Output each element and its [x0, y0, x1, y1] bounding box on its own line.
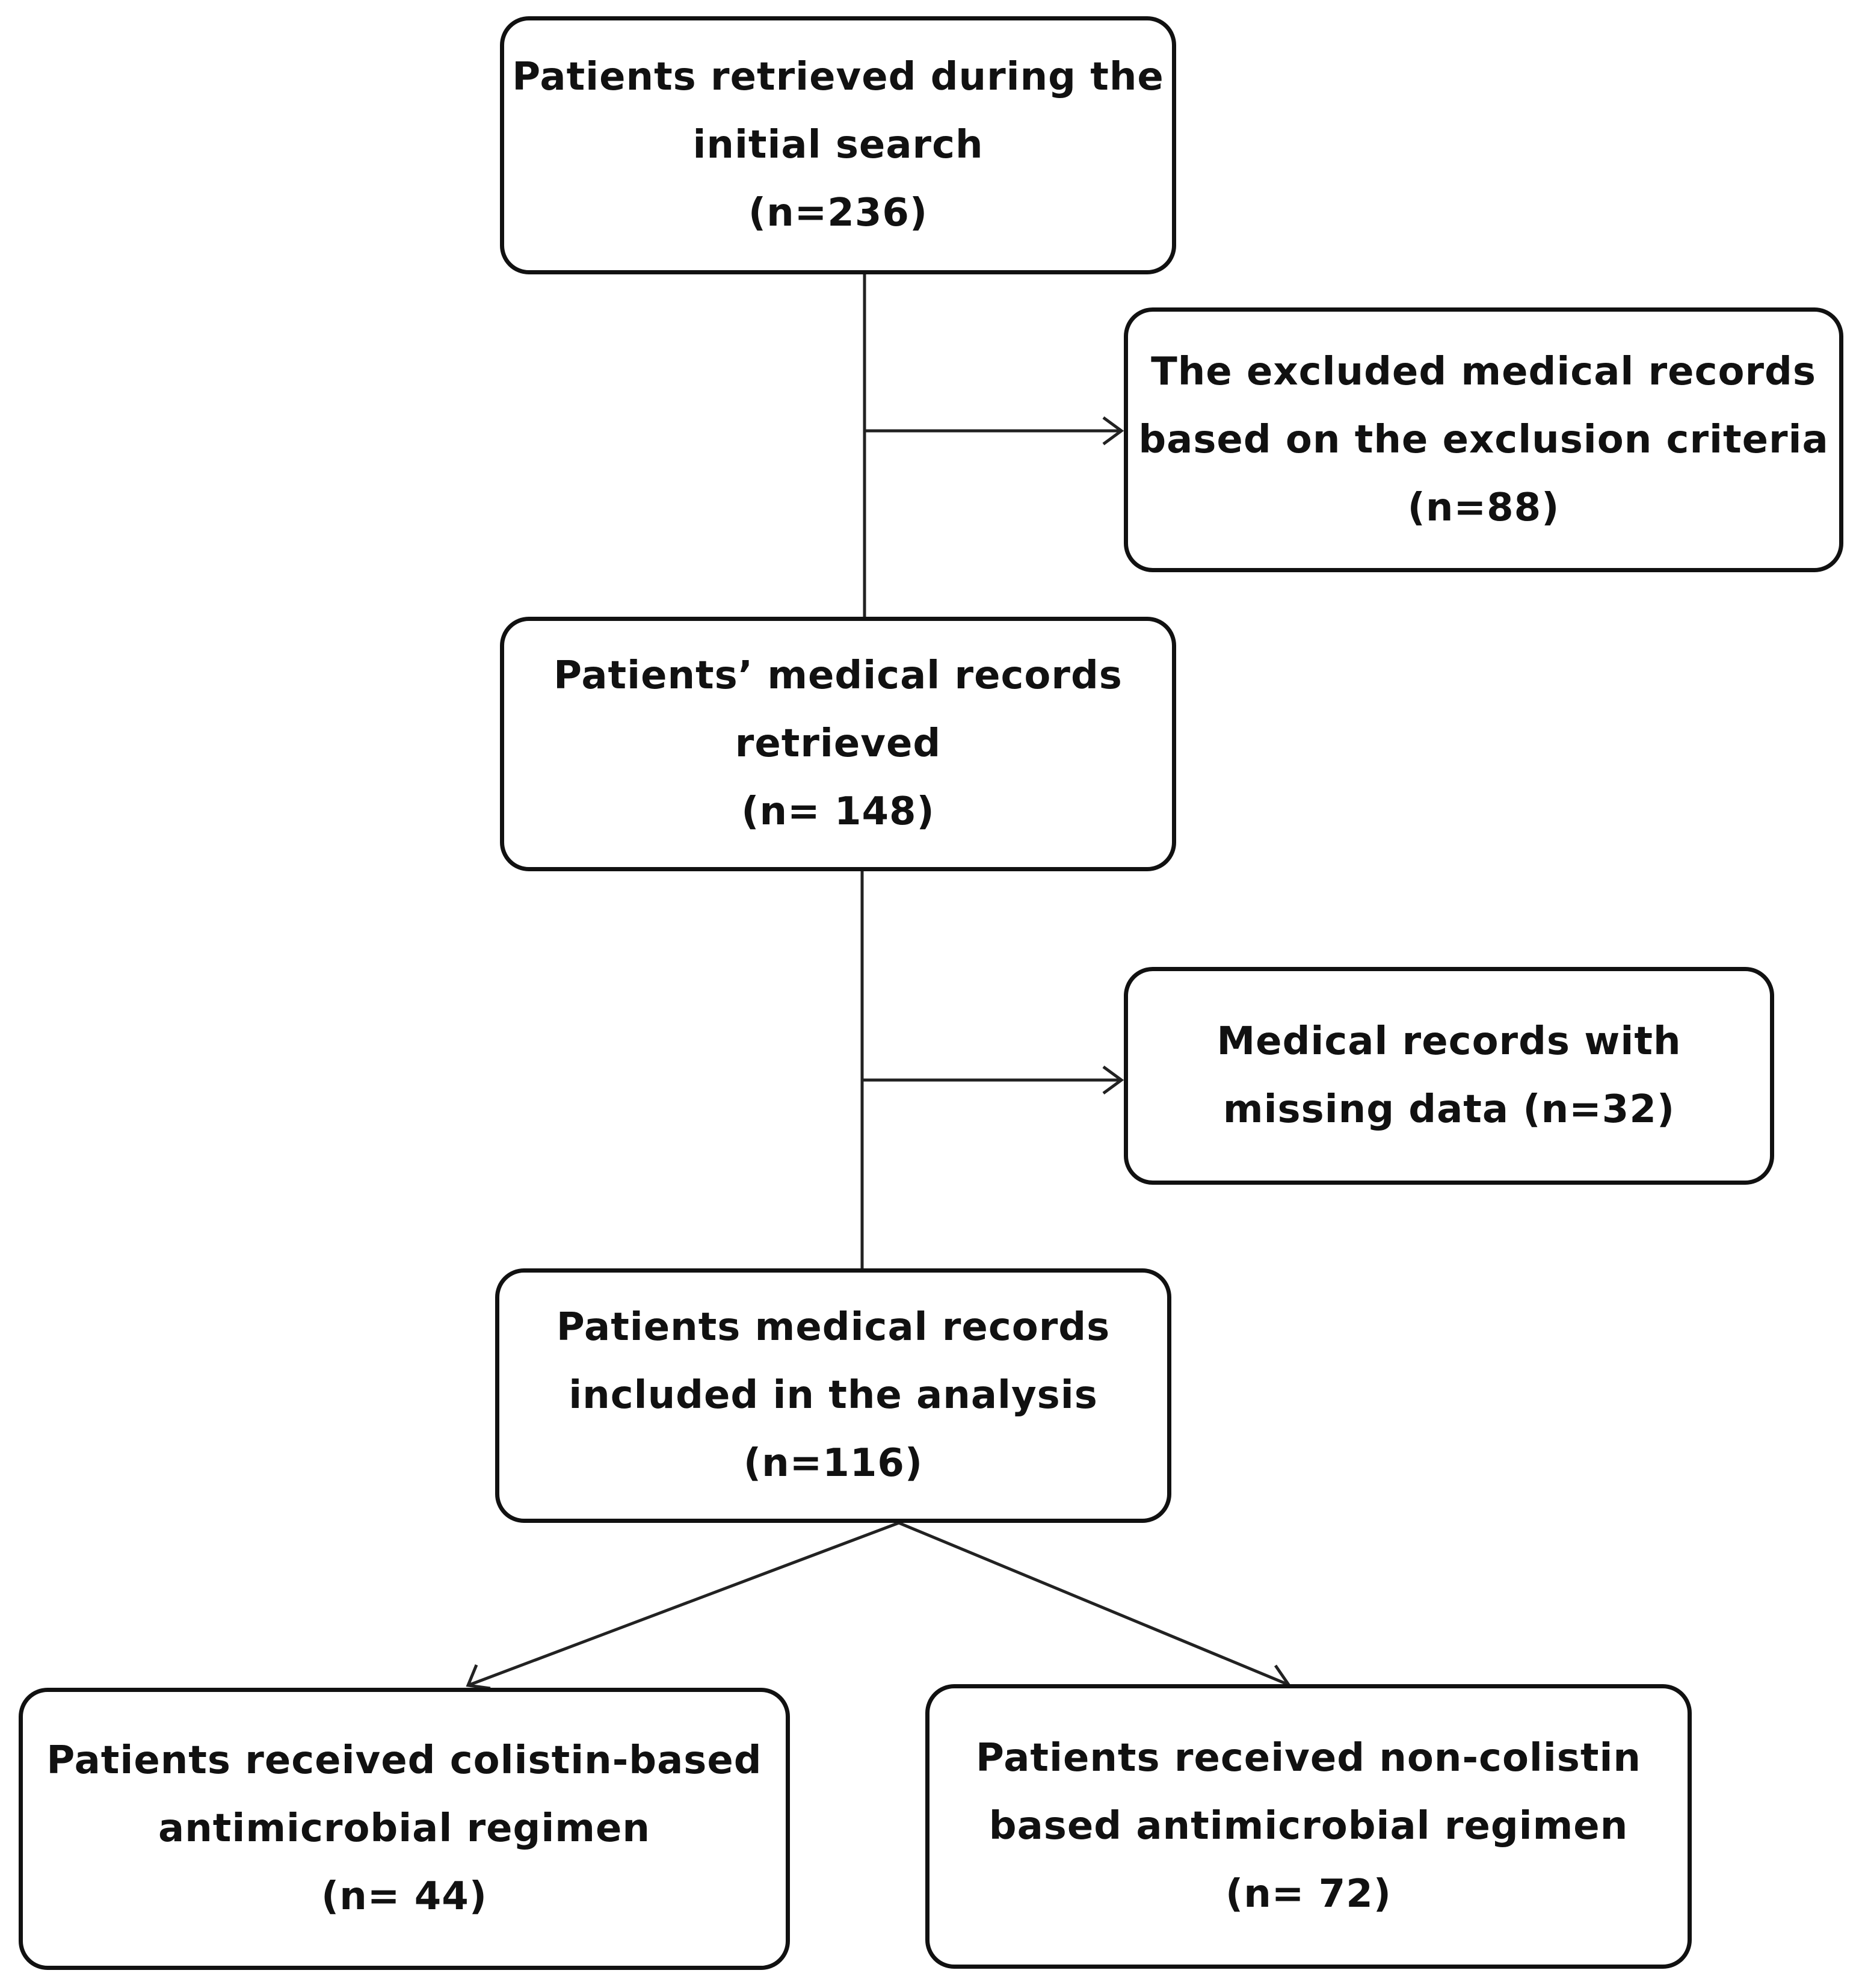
node-colistin: Patients received colistin-based antimic…	[19, 1688, 790, 1970]
node-excluded-line2: based on the exclusion criteria	[1138, 417, 1829, 462]
arrowhead-to-missing	[1102, 1065, 1124, 1095]
node-included: Patients medical records included in the…	[495, 1268, 1171, 1523]
node-included-line1: Patients medical records	[556, 1305, 1111, 1350]
node-initial-search-line1: Patients retrieved during the	[512, 55, 1164, 99]
node-non-colistin-line1: Patients received non-colistin	[976, 1736, 1641, 1780]
arrow-shaft-to-non-colistin	[898, 1521, 1289, 1687]
node-missing-data: Medical records with missing data (n=32)	[1124, 967, 1774, 1185]
node-initial-search-count: (n=236)	[748, 191, 928, 235]
node-initial-search-line2: initial search	[692, 123, 984, 167]
node-included-line2: included in the analysis	[569, 1373, 1098, 1418]
node-records-retrieved: Patients’ medical records retrieved (n= …	[500, 617, 1176, 871]
node-missing-data-line2: missing data (n=32)	[1222, 1087, 1676, 1132]
node-excluded: The excluded medical records based on th…	[1124, 307, 1843, 572]
node-records-retrieved-line1: Patients’ medical records	[553, 653, 1123, 698]
arrowhead-to-excluded	[1102, 416, 1124, 446]
node-excluded-count: (n=88)	[1407, 485, 1560, 530]
node-included-count: (n=116)	[743, 1441, 923, 1486]
node-missing-data-line1: Medical records with	[1216, 1019, 1682, 1064]
node-records-retrieved-count: (n= 148)	[741, 789, 935, 834]
arrowhead-to-colistin	[466, 1664, 491, 1690]
node-colistin-line2: antimicrobial regimen	[158, 1806, 650, 1851]
node-colistin-count: (n= 44)	[321, 1874, 488, 1919]
node-non-colistin-count: (n= 72)	[1225, 1872, 1392, 1916]
node-non-colistin: Patients received non-colistin based ant…	[925, 1684, 1692, 1969]
arrow-shaft-to-colistin	[467, 1521, 899, 1687]
node-initial-search: Patients retrieved during the initial se…	[500, 16, 1176, 274]
node-non-colistin-line2: based antimicrobial regimen	[988, 1804, 1629, 1848]
node-records-retrieved-line2: retrieved	[735, 721, 942, 766]
node-excluded-line1: The excluded medical records	[1151, 349, 1816, 394]
node-colistin-line1: Patients received colistin-based	[46, 1738, 762, 1783]
